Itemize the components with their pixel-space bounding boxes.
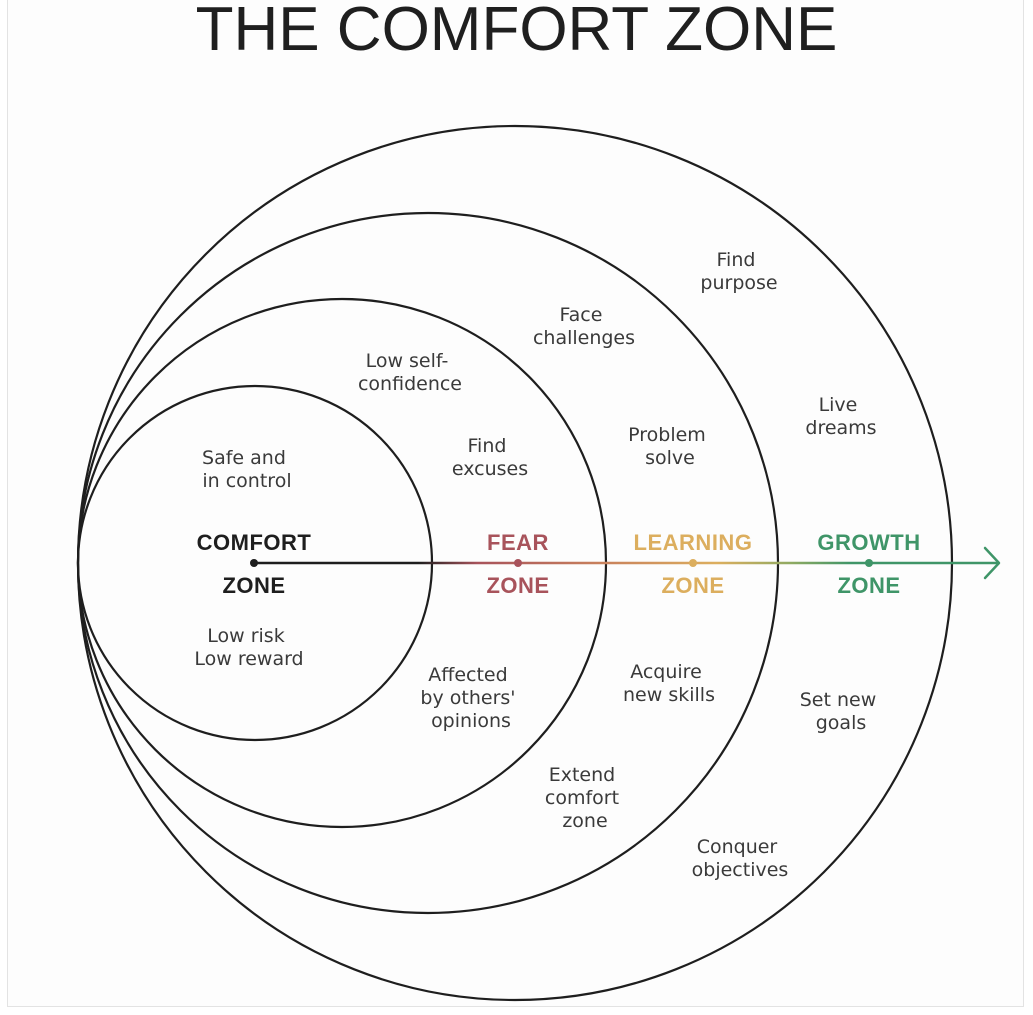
learning-extend-text: Extend comfort zone bbox=[545, 764, 625, 832]
comfort-safe-text: Safe and in control bbox=[202, 447, 292, 492]
growth-dreams-text: Live dreams bbox=[805, 394, 876, 439]
learning-problem-text: Problem solve bbox=[628, 424, 712, 469]
growth-purpose-text: Find purpose bbox=[700, 249, 777, 294]
fear-self-confidence-text: Low self- confidence bbox=[358, 350, 462, 395]
growth-goals-text: Set new goals bbox=[800, 689, 883, 734]
comfort-zone-label-top: COMFORT bbox=[197, 530, 312, 555]
fear-dot bbox=[514, 559, 522, 567]
fear-excuses-text: Find excuses bbox=[452, 435, 528, 480]
learning-zone-label-top: LEARNING bbox=[634, 530, 753, 555]
fear-zone-label-top: FEAR bbox=[487, 530, 549, 555]
growth-conquer-text: Conquer objectives bbox=[692, 836, 789, 881]
learning-challenges-text: Face challenges bbox=[533, 304, 635, 349]
growth-zone-label-top: GROWTH bbox=[817, 530, 920, 555]
learning-zone-label-bottom: ZONE bbox=[661, 573, 724, 598]
comfort-zone-label-bottom: ZONE bbox=[222, 573, 285, 598]
fear-opinions-text: Affected by others' opinions bbox=[420, 664, 521, 732]
growth-zone-label-bottom: ZONE bbox=[837, 573, 900, 598]
comfort-dot bbox=[250, 559, 258, 567]
page-title: THE COMFORT ZONE bbox=[195, 0, 838, 64]
arrow-head-icon bbox=[983, 546, 1001, 580]
learning-skills-text: Acquire new skills bbox=[623, 661, 715, 706]
learning-dot bbox=[689, 559, 697, 567]
growth-dot bbox=[865, 559, 873, 567]
fear-zone-label-bottom: ZONE bbox=[486, 573, 549, 598]
comfort-risk-text: Low risk Low reward bbox=[194, 625, 303, 670]
